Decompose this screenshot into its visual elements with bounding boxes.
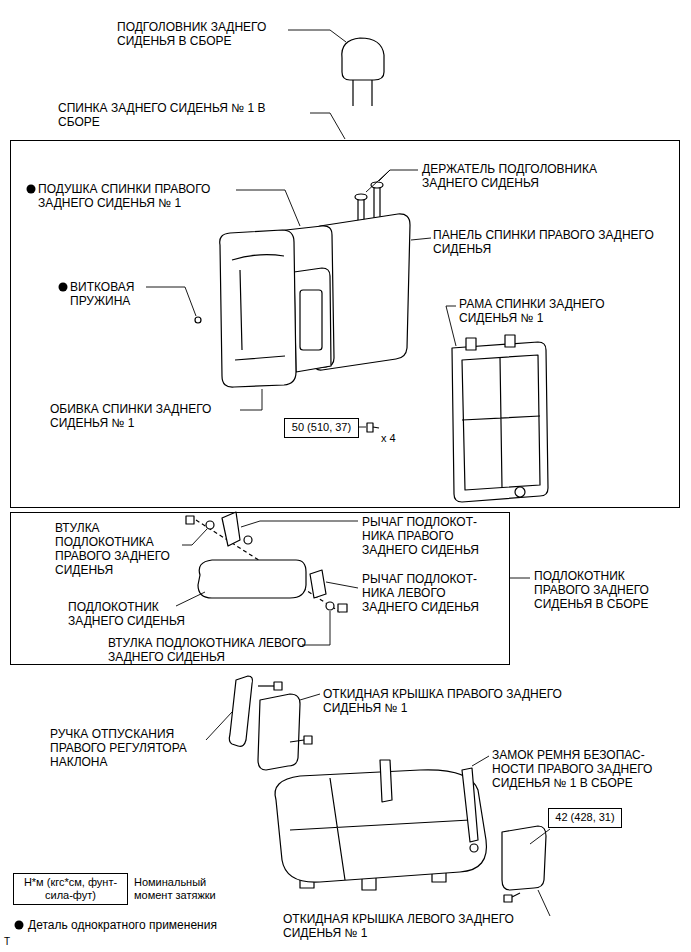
cushion-seam [290, 778, 470, 880]
figure-code: T [4, 936, 18, 948]
part-label: ПОДУШКА СПИНКИ ПРАВОГО ЗАДНЕГО СИДЕНЬЯ №… [38, 182, 253, 210]
leader-line [206, 712, 232, 740]
assembly-axis [196, 520, 340, 612]
leader-line [310, 113, 345, 139]
back-cover-side [294, 268, 331, 372]
leader-line [472, 756, 489, 766]
leader-line [326, 582, 358, 588]
part-label: РЫЧАГ ПОДЛОКОТ- НИКА ЛЕВОГО ЗАДНЕГО СИДЕ… [362, 572, 502, 614]
leader-line [146, 287, 196, 316]
seatback-frame [452, 342, 548, 502]
screw-shaft [512, 893, 520, 897]
seat-belt-buckle [462, 768, 478, 842]
armrest [198, 560, 306, 598]
leader-line [288, 30, 346, 42]
part-label: ДЕРЖАТЕЛЬ ПОДГОЛОВНИКА ЗАДНЕГО СИДЕНЬЯ [422, 162, 632, 190]
headrest-holder-cap [371, 182, 383, 188]
part-label: ПОДГОЛОВНИК ЗАДНЕГО СИДЕНЬЯ В СБОРЕ [117, 20, 302, 48]
hinge-cover [258, 694, 300, 770]
leader-line [300, 694, 320, 700]
belt-buckle-center [380, 760, 392, 802]
leader-line [538, 890, 550, 916]
frame-bar [462, 357, 540, 488]
part-label: ВИТКОВАЯ ПРУЖИНА [70, 280, 170, 308]
release-handle [229, 676, 252, 746]
leader-line [176, 592, 205, 606]
part-label: ПАНЕЛЬ СПИНКИ ПРАВОГО ЗАДНЕГО СИДЕНЬЯ [433, 228, 683, 256]
unit-text: Н*м (кгс*см, фунт-сила-фут) [19, 876, 122, 902]
leader-line [302, 611, 330, 645]
torque-value: 50 (510, 37) [290, 421, 353, 434]
legend-dot [15, 921, 24, 930]
screw-head [504, 895, 512, 902]
screw-head [304, 736, 312, 744]
bolt-head [338, 604, 347, 612]
part-label: ВТУЛКА ПОДЛОКОТНИКА ПРАВОГО ЗАДНЕГО СИДЕ… [55, 521, 185, 577]
legend-text: Номинальный момент затяжки [134, 876, 234, 902]
frame-inner [462, 355, 540, 490]
assembly-heading: ПОДЛОКОТНИК ПРАВОГО ЗАДНЕГО СИДЕНЬЯ В СБ… [534, 569, 669, 611]
leader-line [366, 170, 418, 192]
torque-box: 42 (428, 31) [548, 808, 622, 828]
quantity-text: x 4 [381, 432, 411, 445]
single-use-dot [27, 185, 36, 194]
part-label: РЫЧАГ ПОДЛОКОТ- НИКА ПРАВОГО ЗАДНЕГО СИД… [362, 515, 502, 557]
leader-line [411, 238, 431, 240]
headrest-post [353, 80, 372, 106]
part-label: ОБИВКА СПИНКИ ЗАДНЕГО СИДЕНЬЯ № 1 [50, 402, 250, 430]
headrest-holder-cap [355, 194, 367, 200]
legend-text: Деталь однократного применения [28, 918, 288, 932]
part-label: ВТУЛКА ПОДЛОКОТНИКА ЛЕВОГО ЗАДНЕГО СИДЕН… [108, 636, 313, 664]
bolt-head [367, 423, 373, 432]
bolt-head [186, 516, 194, 524]
single-use-dot [59, 283, 68, 292]
part-label: ОТКИДНАЯ КРЫШКА ЛЕВОГО ЗАДНЕГО СИДЕНЬЯ №… [283, 912, 553, 940]
part-label: ЗАМОК РЕМНЯ БЕЗОПАС- НОСТИ ПРАВОГО ЗАДНЕ… [492, 748, 682, 790]
part-label: РУЧКА ОТПУСКАНИЯ ПРАВОГО РЕГУЛЯТОРА НАКЛ… [50, 727, 210, 769]
frame-hinge [515, 487, 525, 497]
leader-line [182, 529, 207, 545]
bushing [206, 521, 214, 529]
legend-sample-box: Н*м (кгс*см, фунт-сила-фут) [13, 873, 128, 905]
screw-shaft [290, 740, 304, 742]
cover-seam [232, 255, 285, 360]
leader-line [240, 389, 262, 410]
frame-bracket [466, 338, 476, 350]
part-label: ПОДЛОКОТНИК ЗАДНЕГО СИДЕНЬЯ [68, 600, 208, 628]
part-label: РАМА СПИНКИ ЗАДНЕГО СИДЕНЬЯ № 1 [459, 297, 639, 325]
nut [244, 536, 252, 544]
leader-line [446, 306, 456, 346]
part-label: ОТКИДНАЯ КРЫШКА ПРАВОГО ЗАДНЕГО СИДЕНЬЯ … [323, 687, 613, 715]
bushing [326, 602, 334, 610]
leader-line [359, 427, 366, 428]
headrest-holder [374, 186, 380, 220]
leader-line [241, 521, 358, 527]
leader-line [530, 829, 550, 844]
coil-spring [195, 317, 201, 323]
assembly-heading: СПИНКА ЗАДНЕГО СИДЕНЬЯ № 1 В СБОРЕ [58, 101, 273, 129]
leader-line [236, 190, 300, 226]
leader-line [510, 578, 530, 579]
hinge-cover [502, 826, 546, 890]
screw-head [274, 682, 282, 690]
bolt-shaft [373, 427, 379, 428]
torque-box: 50 (510, 37) [284, 418, 359, 438]
armrest-opening [300, 290, 322, 350]
back-cover [220, 230, 296, 387]
armrest-lever [222, 512, 240, 546]
frame-bracket [505, 335, 515, 347]
screw-shaft [258, 685, 274, 686]
armrest-lever [310, 570, 326, 598]
headrest [342, 38, 384, 80]
buckle-anchor [470, 844, 478, 852]
torque-value: 42 (428, 31) [554, 811, 616, 824]
